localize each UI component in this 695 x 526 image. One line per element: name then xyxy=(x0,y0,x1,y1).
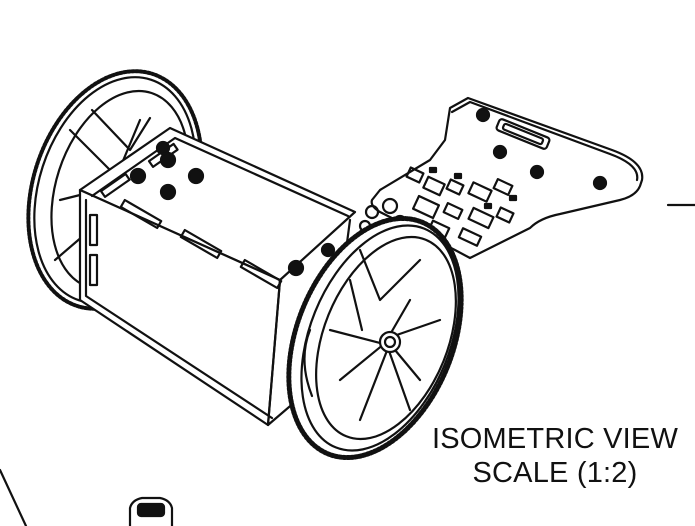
front-wheel xyxy=(286,215,464,461)
scale-label: SCALE (1:2) xyxy=(472,457,638,489)
view-caption: ISOMETRIC VIEW SCALE (1:2) xyxy=(395,422,695,490)
chassis-body xyxy=(78,126,357,427)
caster-fragment xyxy=(0,468,174,526)
view-label: ISOMETRIC VIEW xyxy=(431,423,679,455)
plate-screws xyxy=(320,107,608,258)
chassis-screws xyxy=(129,140,305,277)
